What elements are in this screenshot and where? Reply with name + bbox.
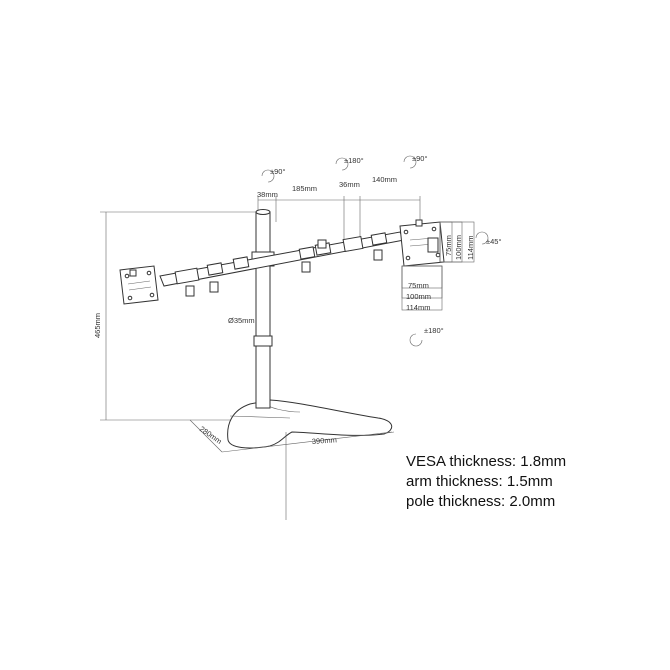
dim-36: 36mm <box>339 180 360 189</box>
pole: Ø35mm <box>228 209 275 409</box>
base-depth-label: 280mm <box>198 424 224 446</box>
pole-diameter-label: Ø35mm <box>228 316 255 325</box>
spec-vesa-thickness: VESA thickness: 1.8mm <box>406 453 567 470</box>
vesa-114-h: 114mm <box>406 303 430 312</box>
height-dimension: 465mm <box>93 211 258 421</box>
dim-185: 185mm <box>292 184 317 193</box>
vesa-dimensions: 75mm 100mm 114mm 75mm 100mm 114mm <box>401 221 475 312</box>
dim-38: 38mm <box>257 190 278 199</box>
rotation-45: ±45° <box>475 231 501 246</box>
rotation-180: ±180° <box>409 326 444 347</box>
specs-block: VESA thickness: 1.8mm arm thickness: 1.5… <box>406 452 566 512</box>
spec-pole-thickness: pole thickness: 2.0mm <box>406 493 556 510</box>
rotation-right-tilt: ±90° <box>403 154 427 169</box>
arm-assembly <box>159 231 405 297</box>
vesa-100-v: 100mm <box>454 235 463 260</box>
vesa-100-h: 100mm <box>406 292 431 301</box>
height-label: 465mm <box>93 313 102 338</box>
base-width-label: 390mm <box>312 435 338 446</box>
vesa-75-h: 75mm <box>408 281 429 290</box>
rotation-middle-swivel: ±180° <box>335 156 364 171</box>
rotation-right-tilt-label: ±90° <box>412 154 427 163</box>
vesa-114-v: 114mm <box>466 236 475 260</box>
rotation-left-tilt-label: ±90° <box>270 167 285 176</box>
rotation-middle-swivel-label: ±180° <box>344 156 364 165</box>
right-vesa-plate <box>399 219 445 267</box>
spec-arm-thickness: arm thickness: 1.5mm <box>406 473 553 490</box>
top-dimension-chain: 38mm 185mm 36mm 140mm <box>257 175 421 240</box>
left-vesa-plate <box>119 265 159 305</box>
rotation-45-label: ±45° <box>486 237 501 246</box>
vesa-75-v: 75mm <box>444 235 453 256</box>
dim-140: 140mm <box>372 175 397 184</box>
rotation-180-label: ±180° <box>424 326 444 335</box>
stand-base <box>227 399 393 449</box>
rotation-left-tilt: ±90° <box>261 167 285 183</box>
